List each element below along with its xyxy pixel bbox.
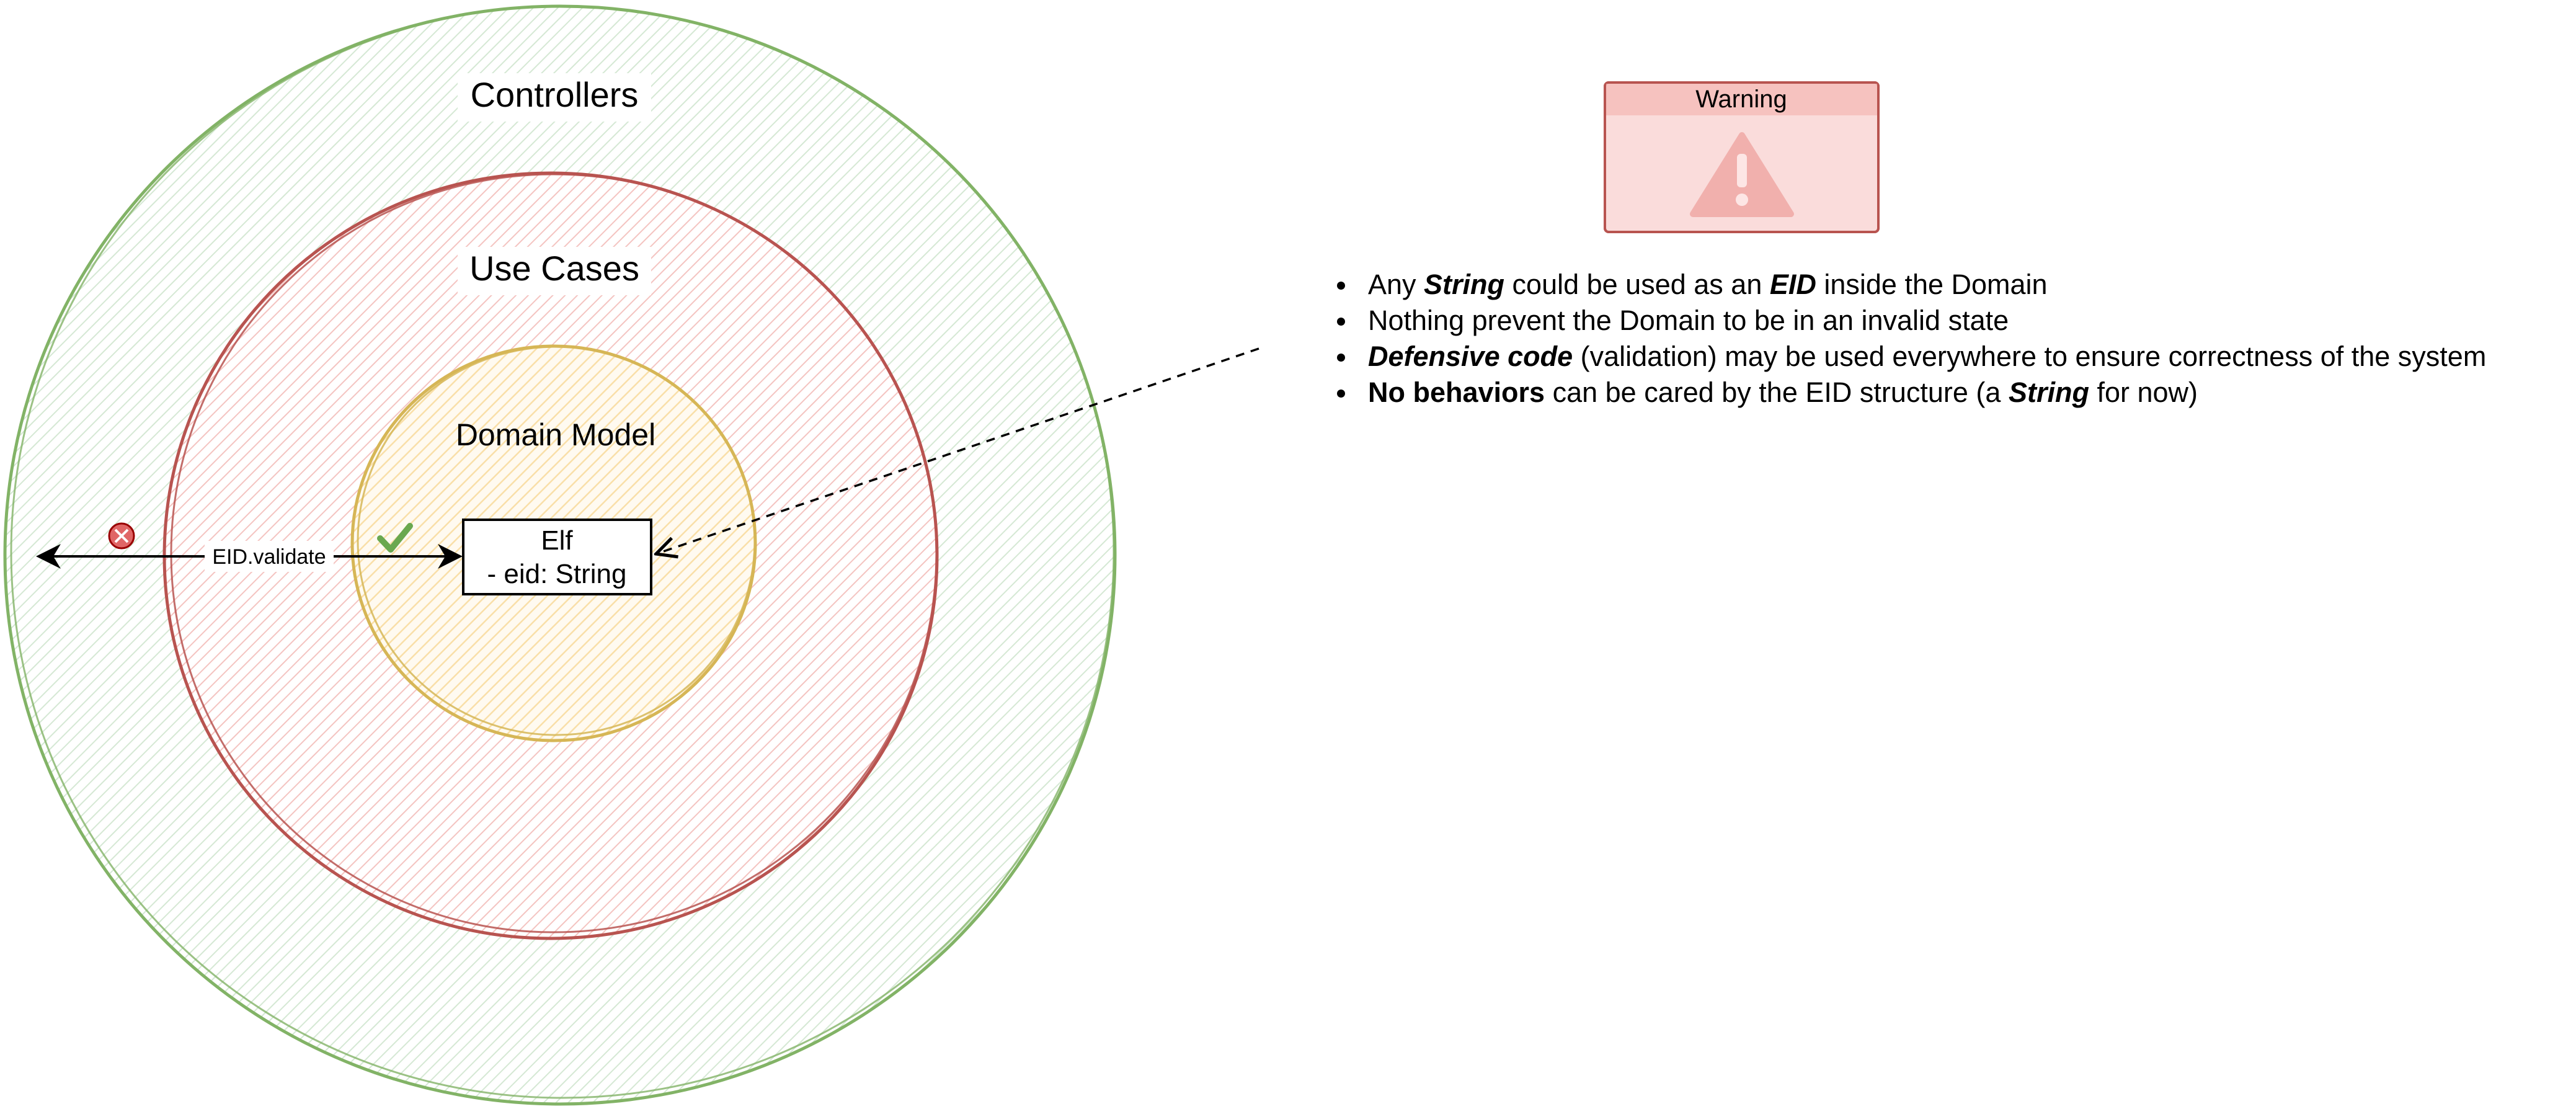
controllers-label-group: Controllers bbox=[458, 73, 651, 122]
warning-title: Warning bbox=[1695, 86, 1787, 113]
domain-model-label-group: Domain Model bbox=[456, 417, 655, 452]
elf-entity-field: - eid: String bbox=[487, 559, 627, 589]
note-item: Any String could be used as an EID insid… bbox=[1333, 267, 2574, 303]
note-item: Nothing prevent the Domain to be in an i… bbox=[1333, 303, 2574, 339]
elf-entity-box[interactable]: Elf - eid: String bbox=[462, 519, 652, 595]
note-item: No behaviors can be cared by the EID str… bbox=[1333, 375, 2574, 411]
checkmark-icon bbox=[377, 523, 413, 553]
note-connector-arrow bbox=[656, 347, 1259, 554]
domain-model-label: Domain Model bbox=[456, 417, 655, 452]
elf-entity-name: Elf bbox=[541, 525, 573, 556]
eid-validate-arrow: EID.validate bbox=[36, 541, 463, 572]
error-icon bbox=[108, 522, 135, 550]
eid-validate-label: EID.validate bbox=[212, 545, 326, 569]
warning-triangle-icon bbox=[1690, 132, 1794, 217]
controllers-label: Controllers bbox=[471, 75, 639, 114]
note-item: Defensive code (validation) may be used … bbox=[1333, 339, 2574, 375]
use-cases-label-group: Use Cases bbox=[458, 247, 651, 295]
warning-callout: Warning bbox=[1604, 81, 1880, 233]
use-cases-label: Use Cases bbox=[469, 249, 639, 288]
notes-list: Any String could be used as an EID insid… bbox=[1333, 267, 2574, 411]
